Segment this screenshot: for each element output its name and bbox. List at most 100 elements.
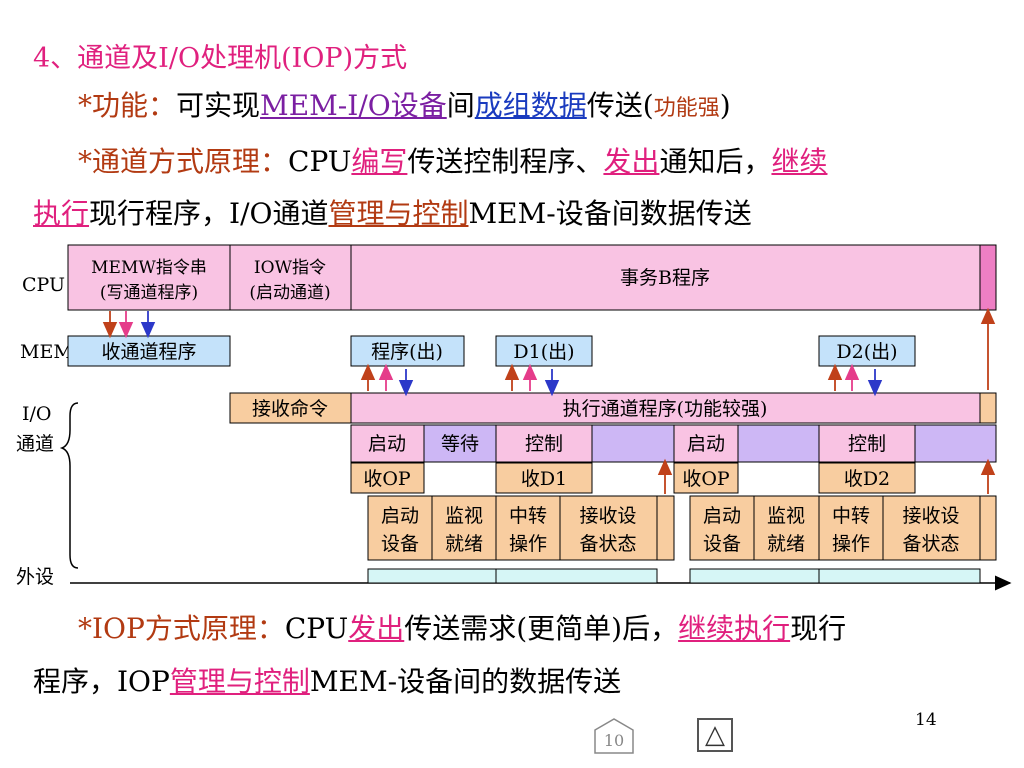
prev-slide-label: 10: [604, 731, 624, 750]
row-label-cpu: CPU: [22, 274, 65, 296]
cpu-interrupt-slot: [979, 244, 997, 311]
iop-text-3: 现行: [790, 612, 847, 645]
sub-op-label-a: 中转: [509, 505, 547, 527]
triangle-icon: △: [705, 720, 725, 750]
sub-op-end-slot: [656, 495, 675, 561]
iow-sublabel: (启动通道): [249, 283, 330, 303]
function-prefix: *功能：: [78, 89, 177, 122]
iop-principle-line-2: 程序，IOP管理与控制MEM-设备间的数据传送: [33, 660, 621, 700]
sub-op-end-slot: [979, 495, 997, 561]
triangle-nav-button[interactable]: △: [697, 718, 733, 752]
link-write[interactable]: 编写: [351, 145, 408, 178]
home-shape-icon: [594, 718, 634, 754]
channel-row-1: 接收命令 执行通道程序(功能较强): [229, 392, 997, 424]
channel-text-1: CPU: [288, 145, 352, 178]
link-iop-continue[interactable]: 继续执行: [678, 612, 791, 645]
device-activity-bar: [818, 568, 981, 584]
mem-row: 收通道程序 程序(出) D1(出) D2(出): [67, 335, 916, 367]
recv-op-2-block: [673, 462, 739, 494]
prog-out-block: [350, 335, 465, 367]
recv-op-1-label: 收OP: [363, 468, 411, 490]
sub-op-label-a: 监视: [767, 505, 805, 527]
sub-op-label-b: 操作: [832, 533, 870, 555]
exec-end-slot: [979, 392, 997, 424]
row-label-io: I/O: [22, 403, 51, 425]
recv-d1-block: [495, 462, 593, 494]
sub-op-block: [431, 495, 497, 561]
iow-label: IOW指令: [254, 258, 326, 278]
idle-3-block: [914, 424, 997, 463]
link-iop-manage-control[interactable]: 管理与控制: [169, 665, 310, 698]
sub-op-block: [689, 495, 755, 561]
device-activity-bar: [689, 568, 820, 584]
exec-channel-label: 执行通道程序(功能较强): [563, 398, 768, 420]
recv-cmd-label: 接收命令: [252, 398, 328, 420]
prog-out-label: 程序(出): [371, 341, 443, 363]
sub-op-label-a: 监视: [445, 505, 483, 527]
recv-d2-label: 收D2: [844, 468, 890, 490]
iop-text-2: 传送需求(更简单)后，: [404, 612, 679, 645]
memw-label: MEMW指令串: [91, 258, 207, 278]
channel-text-5: MEM-设备间数据传送: [468, 197, 752, 230]
function-text-3: 传送(: [586, 89, 654, 122]
channel-text-2: 传送控制程序、: [407, 145, 604, 178]
link-issue[interactable]: 发出: [603, 145, 660, 178]
recv-op-1-block: [350, 462, 425, 494]
link-continue[interactable]: 继续: [771, 145, 828, 178]
channel-row-3: 收OP 收D1 收OP 收D2: [350, 462, 916, 494]
link-manage-control[interactable]: 管理与控制: [328, 197, 469, 230]
row-label-mem: MEM: [20, 341, 73, 363]
sub-op-label-b: 设备: [381, 533, 419, 555]
wait-label: 等待: [441, 433, 479, 455]
recv-prog-block: [67, 335, 231, 367]
ctrl-1-label: 控制: [525, 433, 563, 455]
sub-op-label-a: 接收设: [902, 505, 959, 527]
mem-channel-arrows: [360, 363, 883, 397]
iop-text-1: CPU: [284, 612, 349, 645]
section-heading: 4、通道及I/O处理机(IOP)方式: [33, 43, 408, 74]
recv-prog-label: 收通道程序: [101, 341, 196, 363]
function-note: 功能强: [653, 96, 720, 121]
start-2-label: 启动: [687, 433, 725, 455]
link-iop-issue[interactable]: 发出: [348, 612, 405, 645]
device-activity-bar: [367, 568, 497, 584]
sub-op-label-a: 接收设: [579, 505, 636, 527]
channel-row-2: 启动 等待 控制 启动 控制: [350, 424, 997, 463]
cpu-row: MEMW指令串 (写通道程序) IOW指令 (启动通道) 事务B程序: [67, 244, 997, 311]
sub-op-block: [559, 495, 658, 561]
task-b-label: 事务B程序: [620, 267, 710, 289]
iop-text-5: MEM-设备间的数据传送: [309, 665, 622, 698]
channel-principle-line-2: 执行现行程序，I/O通道管理与控制MEM-设备间数据传送: [33, 192, 752, 232]
io-brace: [59, 402, 79, 569]
idle-2-block: [737, 424, 820, 463]
sub-op-label-a: 中转: [832, 505, 870, 527]
memw-block: [67, 244, 231, 311]
sub-op-label-b: 备状态: [902, 533, 959, 555]
sub-op-block: [367, 495, 433, 561]
d2-out-block: [818, 335, 916, 367]
link-batch-data[interactable]: 成组数据: [474, 89, 587, 122]
recv-d2-block: [818, 462, 916, 494]
iop-text-4: 程序，IOP: [33, 665, 170, 698]
recv-op-2-label: 收OP: [682, 468, 730, 490]
sub-op-label-b: 操作: [509, 533, 547, 555]
memw-sublabel: (写通道程序): [100, 283, 198, 303]
ctrl-2-block: [818, 424, 916, 463]
sub-op-label-a: 启动: [381, 505, 419, 527]
function-text-2: 间: [446, 89, 475, 122]
function-text-4: ): [719, 89, 731, 122]
row-label-device: 外设: [16, 566, 54, 588]
sub-op-block: [818, 495, 884, 561]
prev-slide-button[interactable]: 10: [592, 716, 636, 756]
sub-op-block: [495, 495, 561, 561]
idle-1-block: [591, 424, 675, 463]
ctrl-2-label: 控制: [848, 433, 886, 455]
recv-cmd-block: [229, 392, 352, 424]
function-line: *功能：可实现MEM-I/O设备间成组数据传送(功能强): [78, 84, 731, 124]
link-mem-io-device[interactable]: MEM-I/O设备: [260, 89, 447, 122]
channel-prefix: *通道方式原理：: [78, 145, 289, 178]
link-execute[interactable]: 执行: [33, 197, 90, 230]
start-1-label: 启动: [368, 433, 406, 455]
sub-op-label-b: 设备: [703, 533, 741, 555]
